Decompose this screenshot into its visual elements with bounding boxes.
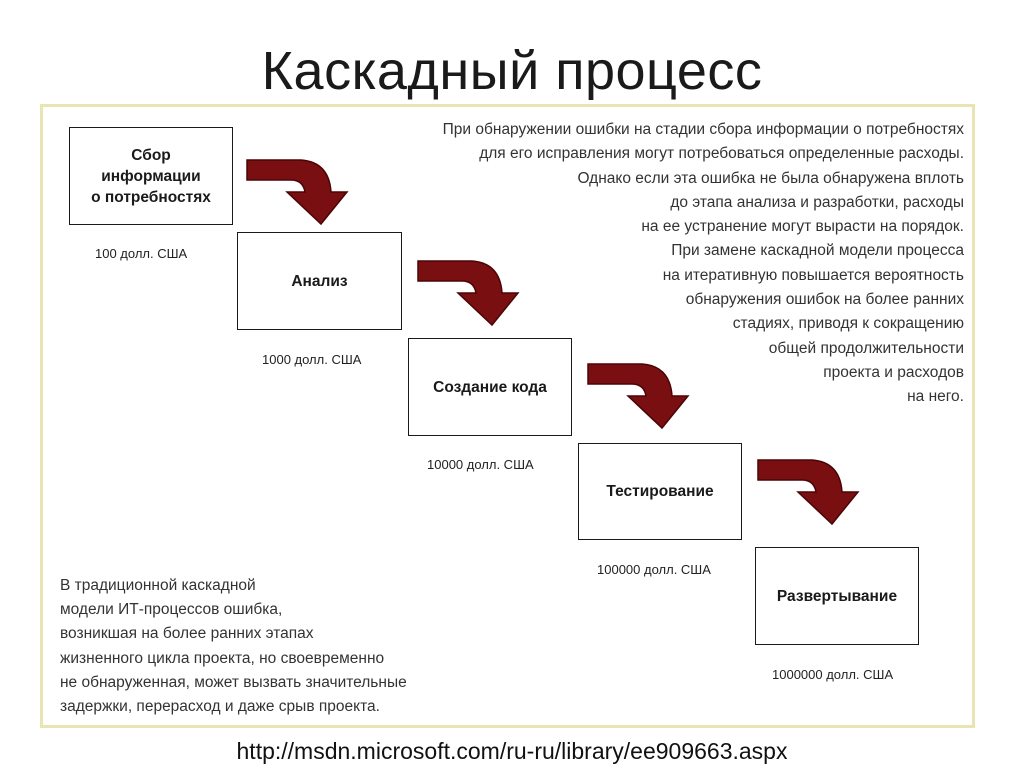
cost-testing: 100000 долл. США [597, 562, 711, 577]
arrow-to-analysis-shape [246, 159, 349, 226]
arrow-to-analysis [246, 159, 349, 226]
arrow-to-testing-shape [587, 363, 690, 430]
arrow-to-coding-shape [417, 260, 520, 327]
stage-coding: Создание кода [408, 338, 572, 436]
cost-deployment: 1000000 долл. США [772, 667, 894, 682]
arrow-to-deployment-shape [757, 459, 860, 526]
stage-deployment: Развертывание [755, 547, 919, 645]
stage-requirements: Сбор информации о потребностях [69, 127, 233, 225]
arrow-to-deployment [757, 459, 860, 526]
note-iterative: При обнаружении ошибки на стадии сбора и… [442, 121, 964, 406]
arrow-to-testing [587, 363, 690, 430]
source-url[interactable]: http://msdn.microsoft.com/ru-ru/library/… [236, 738, 788, 764]
stage-analysis: Анализ [237, 232, 402, 330]
cost-coding: 10000 долл. США [427, 457, 534, 472]
slide-title: Каскадный процесс [261, 41, 763, 101]
arrow-to-coding [417, 260, 520, 327]
note-traditional: В традиционной каскадной модели ИТ-проце… [60, 577, 407, 716]
cost-requirements: 100 долл. США [95, 246, 188, 261]
cost-analysis: 1000 долл. США [262, 352, 362, 367]
stage-testing: Тестирование [578, 443, 742, 540]
